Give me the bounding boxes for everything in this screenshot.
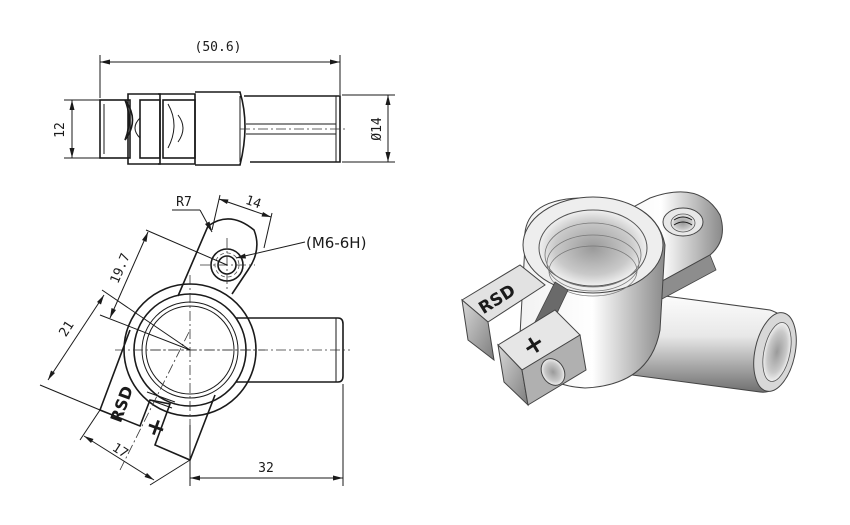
dim-radius: R7: [176, 195, 192, 210]
thread-callout: (M6-6H): [306, 234, 366, 252]
isometric-render: RSD +: [461, 191, 797, 407]
dim-distance-d: 32: [258, 461, 274, 476]
dim-distance-a: 19.7: [108, 251, 134, 286]
dim-diameter: Ø14: [370, 117, 385, 141]
dim-distance-c: 17: [109, 441, 130, 462]
dim-height: 12: [53, 122, 68, 138]
front-brand-marking: RSD: [107, 383, 138, 424]
front-polarity-marking: +: [139, 413, 172, 441]
dim-distance-b: 21: [57, 318, 78, 339]
front-view: RSD + R7 14 (M6-6H) 19.7 21: [39, 193, 366, 486]
dim-lug-width: 14: [243, 193, 263, 212]
dim-overall-length: (50.6): [195, 40, 242, 55]
top-view: (50.6) 12 Ø14: [53, 40, 395, 166]
